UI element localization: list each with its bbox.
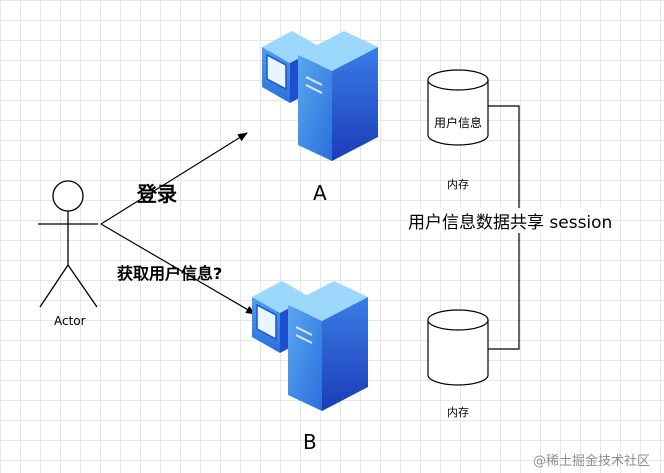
memory-top-label: 用户信息 <box>434 116 483 130</box>
actor-label: Actor <box>54 314 86 328</box>
server-a-label: A <box>313 181 327 205</box>
memory-top-caption: 内存 <box>447 178 469 191</box>
server-b-icon <box>251 280 369 412</box>
share-session-label: 用户信息数据共享 session <box>408 208 613 233</box>
login-arrow <box>100 132 248 225</box>
server-b-label: B <box>303 430 317 454</box>
actor-figure <box>38 180 98 308</box>
get-info-arrow <box>100 223 256 315</box>
watermark: @稀土掘金技术社区 <box>533 454 651 469</box>
get-info-label: 获取用户信息? <box>117 264 223 283</box>
memory-bottom-caption: 内存 <box>447 406 469 419</box>
login-label: 登录 <box>137 182 177 206</box>
server-a-icon <box>261 30 379 162</box>
memory-cylinder-bottom <box>427 309 489 386</box>
memory-cylinder-top <box>427 69 489 146</box>
